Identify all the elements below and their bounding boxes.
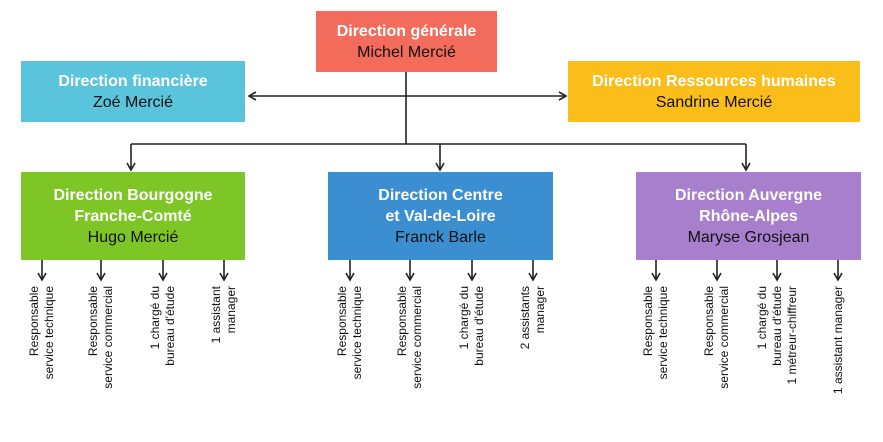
direction-generale-name: Michel Mercié: [357, 43, 456, 61]
direction-financiere-name: Zoé Mercié: [92, 93, 174, 111]
auvergne-role-3-line-2: bureau d'étude: [769, 286, 784, 366]
direction-bourgogne-title-1: Direction Bourgogne: [53, 186, 213, 204]
centre-role-4-line-1: 2 assistants: [518, 286, 532, 350]
direction-bourgogne-box: Direction Bourgogne Franche-Comté Hugo M…: [21, 172, 245, 260]
bourgogne-role-4-line-2: manager: [224, 286, 238, 334]
direction-centre-name: Franck Barle: [395, 228, 486, 246]
direction-centre-title-1: Direction Centre: [378, 186, 503, 204]
bourgogne-role-3-line-1: 1 chargé du: [148, 286, 162, 350]
bourgogne-role-1-line-2: service technique: [42, 286, 56, 380]
bourgogne-role-1-line-1: Responsable: [27, 286, 41, 357]
bourgogne-role-2-line-1: Responsable: [86, 286, 100, 357]
centre-role-4-line-2: manager: [533, 286, 547, 334]
centre-role-3-line-1: 1 chargé du: [457, 286, 471, 350]
direction-financiere-box: Direction financière Zoé Mercié: [21, 61, 245, 122]
centre-role-2-line-1: Responsable: [395, 286, 409, 357]
auvergne-role-4-line-1: 1 assistant manager: [830, 286, 845, 395]
direction-centre-box: Direction Centre et Val-de-Loire Franck …: [328, 172, 553, 260]
direction-auvergne-name: Maryse Grosjean: [687, 228, 810, 246]
centre-role-3-line-2: bureau d'étude: [472, 286, 486, 366]
auvergne-role-2-line-1: Responsable: [702, 286, 716, 357]
direction-rh-title: Direction Ressources humaines: [592, 72, 836, 90]
direction-bourgogne-title-2: Franche-Comté: [74, 207, 192, 225]
direction-centre-title-2: et Val-de-Loire: [385, 207, 496, 225]
direction-rh-name: Sandrine Mercié: [655, 93, 773, 111]
direction-auvergne-title-1: Direction Auvergne: [675, 186, 822, 204]
auvergne-role-1-line-2: service technique: [656, 286, 670, 380]
direction-generale-box: Direction générale Michel Mercié: [316, 11, 497, 72]
auvergne-role-3-line-1: 1 chargé du: [754, 286, 769, 350]
direction-rh-box: Direction Ressources humaines Sandrine M…: [568, 61, 860, 122]
centre-role-2-line-2: service commercial: [410, 286, 424, 389]
auvergne-role-1-line-1: Responsable: [641, 286, 655, 357]
direction-financiere-title: Direction financière: [58, 72, 208, 90]
auvergne-role-3-line-3: 1 métreur-chiffreur: [784, 286, 799, 385]
bourgogne-role-3-line-2: bureau d'étude: [163, 286, 177, 366]
direction-auvergne-title-2: Rhône-Alpes: [699, 207, 798, 225]
auvergne-role-2-line-2: service commercial: [717, 286, 731, 389]
centre-role-1-line-2: service technique: [350, 286, 364, 380]
bourgogne-role-4-line-1: 1 assistant: [209, 286, 223, 344]
bourgogne-role-2-line-2: service commercial: [101, 286, 115, 389]
direction-bourgogne-name: Hugo Mercié: [87, 228, 179, 246]
direction-auvergne-box: Direction Auvergne Rhône-Alpes Maryse Gr…: [636, 172, 861, 260]
centre-role-1-line-1: Responsable: [335, 286, 349, 357]
direction-generale-title: Direction générale: [336, 22, 477, 40]
